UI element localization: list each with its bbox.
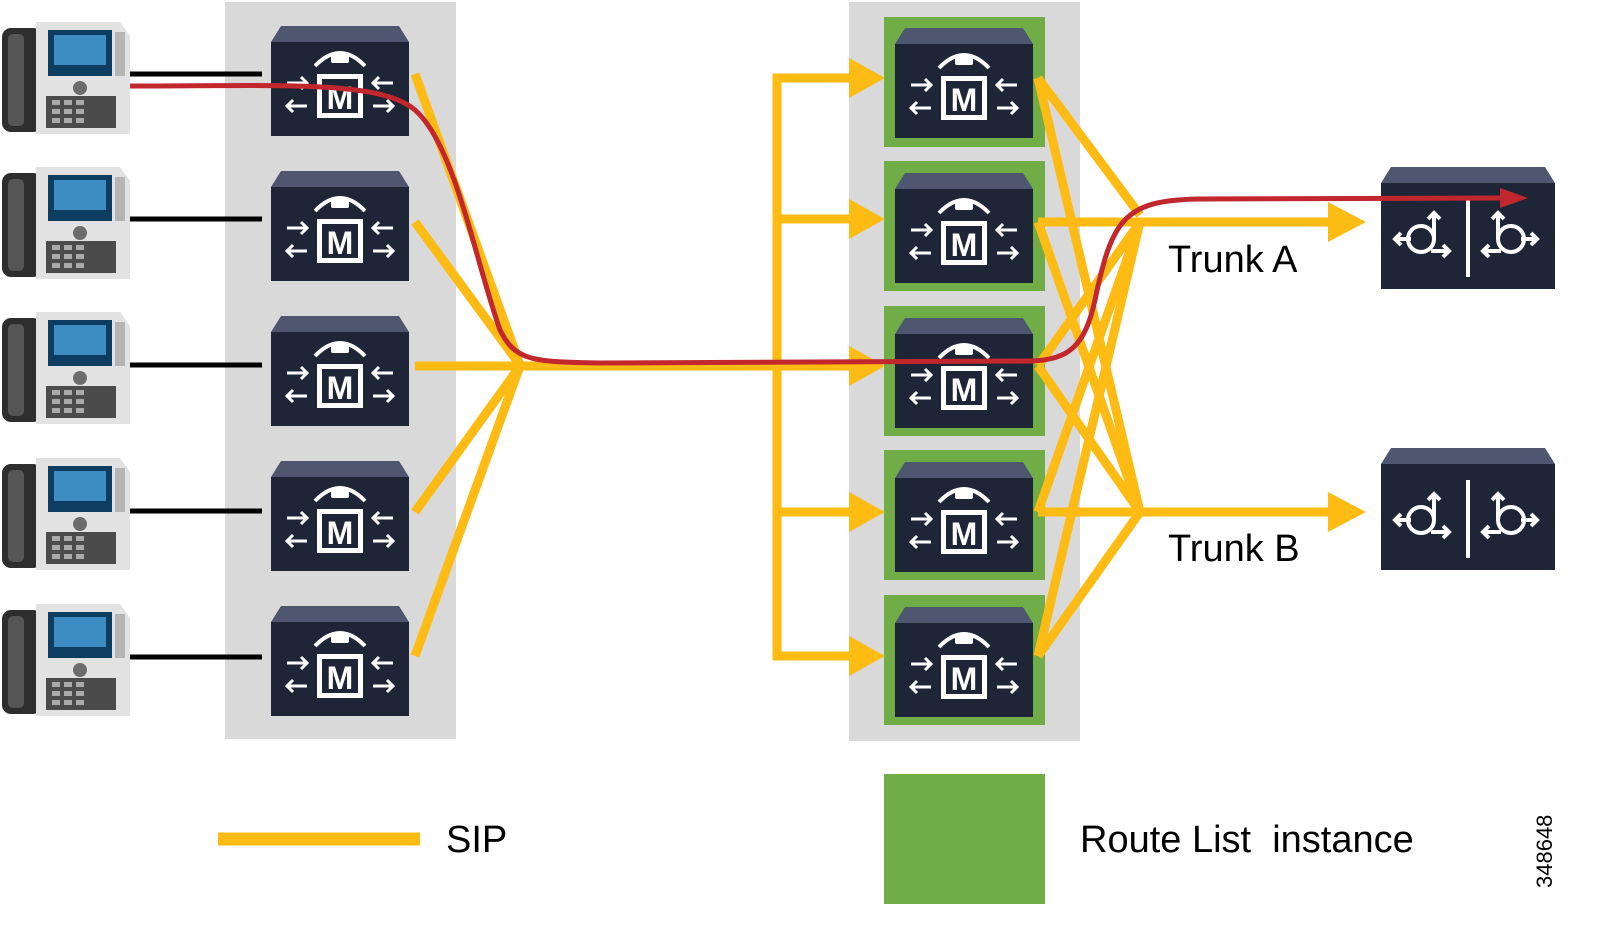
trunk-a-label: Trunk A [1168, 239, 1298, 281]
voice-gateway-icon [1379, 165, 1557, 291]
sip-arrowheads [849, 58, 1366, 676]
call-manager-icon [269, 24, 411, 138]
left-call-managers [269, 24, 411, 718]
call-manager-icon [893, 605, 1035, 719]
call-path [129, 83, 1506, 366]
call-manager-icon [893, 460, 1035, 574]
sip-legend-label: SIP [446, 819, 507, 861]
voice-gateway-icon [1379, 446, 1557, 572]
right-call-managers [893, 26, 1035, 719]
trunk-b-label: Trunk B [1168, 528, 1300, 570]
ip-phones [2, 22, 130, 716]
call-manager-icon [269, 314, 411, 428]
figure-id: 348648 [1532, 815, 1557, 888]
ip-phone-icon [2, 604, 130, 716]
call-manager-icon [893, 171, 1035, 285]
call-manager-icon [893, 316, 1035, 430]
call-manager-icon [269, 169, 411, 283]
call-manager-icon [893, 26, 1035, 140]
call-manager-icon [269, 459, 411, 573]
ip-phone-icon [2, 312, 130, 424]
ip-phone-icon [2, 22, 130, 134]
route-list-legend-swatch [884, 774, 1045, 904]
call-manager-icon [269, 604, 411, 718]
route-list-legend-label: Route List instance [1080, 819, 1414, 861]
phone-links [130, 71, 262, 660]
call-path-arrowhead [1500, 188, 1528, 208]
ip-phone-icon [2, 458, 130, 570]
sip-links [410, 72, 1330, 661]
ip-phone-icon [2, 167, 130, 279]
